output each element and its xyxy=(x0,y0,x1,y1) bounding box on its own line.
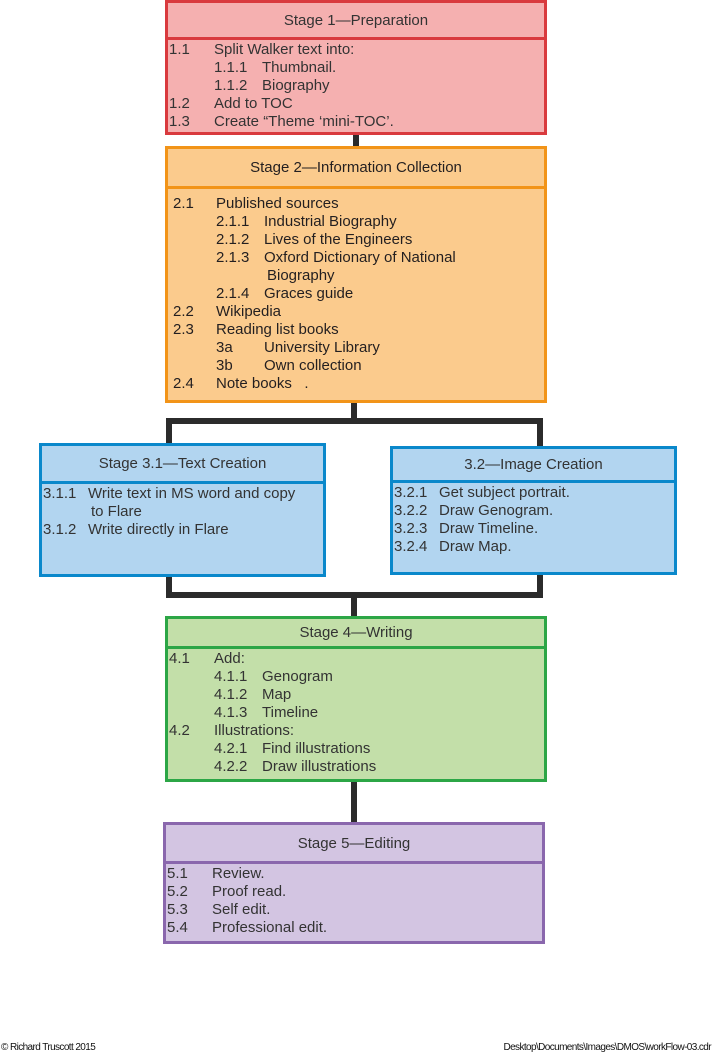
list-item-continuation: Biography xyxy=(267,267,335,284)
connector-to-s32 xyxy=(537,418,543,447)
copyright-text: © Richard Truscott 2015 xyxy=(1,1042,96,1053)
stage-3-2-title: 3.2—Image Creation xyxy=(393,449,674,483)
list-item-continuation: to Flare xyxy=(91,503,142,520)
connector-split-bar xyxy=(166,418,543,424)
stage-1-title: Stage 1—Preparation xyxy=(168,3,544,40)
connector-s4-s5 xyxy=(351,781,357,823)
stage-2-title: Stage 2—Information Collection xyxy=(168,149,544,189)
stage-3-1-title: Stage 3.1—Text Creation xyxy=(42,446,323,484)
connector-to-s31 xyxy=(166,418,172,444)
connector-s2-down xyxy=(351,402,357,420)
stage-5-title: Stage 5—Editing xyxy=(166,825,542,864)
file-path-text: Desktop\Documents\Images\DMOS\workFlow-0… xyxy=(503,1042,711,1053)
connector-merge-s4 xyxy=(351,592,357,617)
connector-s1-s2 xyxy=(353,134,359,147)
stage-4-title: Stage 4—Writing xyxy=(168,619,544,649)
connector-from-s31 xyxy=(166,576,172,598)
connector-from-s32 xyxy=(537,574,543,598)
